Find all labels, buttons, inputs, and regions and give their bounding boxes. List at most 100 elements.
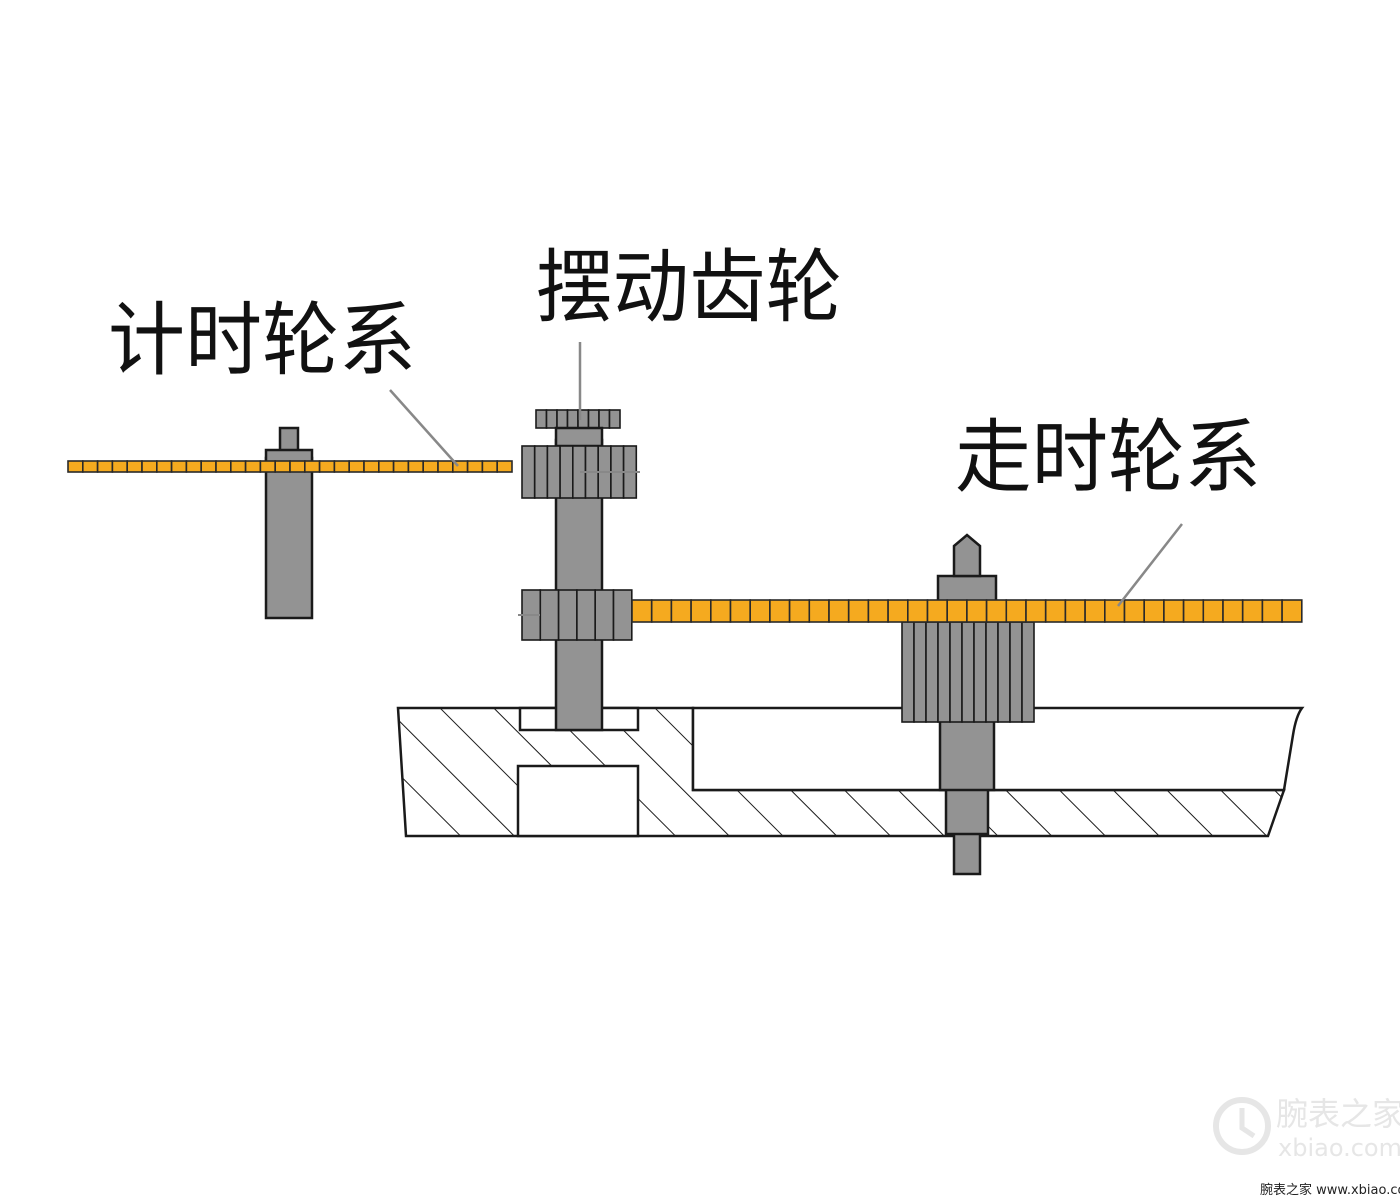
timing-gear-tooth (126, 460, 143, 473)
going-arbor-base (938, 718, 996, 792)
going-gear-tooth (1143, 599, 1165, 623)
pinion-lower-tooth (594, 589, 615, 641)
going-gear-tooth (926, 599, 949, 623)
going-gear-tooth (1123, 599, 1146, 623)
going-gear-tooth (1084, 599, 1106, 623)
going-gear-tooth (946, 599, 968, 623)
timing-gear (67, 460, 513, 473)
pinion-lower-tooth (576, 589, 597, 641)
going-pinion-tooth (973, 621, 987, 723)
timing-gear-tooth (141, 460, 158, 473)
pinion-crown-tooth (566, 409, 579, 429)
watermark-clock-hands (1239, 1108, 1256, 1139)
going-gear-tooth (1005, 599, 1027, 623)
going-pinion-tooth (925, 621, 939, 723)
timing-gear-tooth (170, 460, 188, 473)
going-pinion-tooth (937, 621, 951, 723)
going-pinion-tooth (985, 621, 999, 723)
going-gear-tooth (1222, 599, 1244, 623)
going-pinion-tooth (1021, 621, 1035, 723)
going-gear-tooth (887, 599, 909, 623)
pinion-upper-tooth (546, 445, 561, 499)
pinion-crown-tooth (598, 409, 611, 429)
going-pinion-tooth (997, 621, 1011, 723)
watermark-domain: xbiao.com (1278, 1134, 1400, 1162)
going-gear-tooth (749, 599, 771, 623)
plate-recess-frame (691, 706, 1305, 792)
going-gear-tooth (1182, 599, 1205, 623)
watermark: 腕表之家 xbiao.com (1213, 1095, 1400, 1162)
going-gear-tooth (1241, 599, 1264, 623)
pinion-upper-tooth (521, 445, 536, 499)
pinion-lower-teeth (521, 589, 633, 641)
footer-credit: 腕表之家 www.xbiao.com (1260, 1182, 1400, 1198)
timing-gear-tooth (377, 460, 395, 473)
timing-gear-tooth (422, 460, 439, 473)
pinion-crown-tooth (535, 409, 548, 429)
going-gear-tooth (1025, 599, 1047, 623)
timing-gear-tooth (200, 460, 217, 473)
going-gear-tooth (631, 599, 653, 623)
pinion-crown-tooth (556, 409, 569, 429)
going-gear-tooth (828, 599, 850, 623)
going-pinion-tooth (961, 621, 975, 723)
timing-gear-tooth (185, 460, 202, 473)
going-gear-tooth (670, 599, 692, 623)
going-arbor-tip (952, 533, 982, 578)
watermark-brand: 腕表之家 (1276, 1095, 1400, 1133)
going-arbor-lower (952, 828, 982, 876)
going-pinion (901, 621, 1035, 723)
timing-arbor-pivot (278, 426, 300, 454)
watermark-clock-icon (1213, 1097, 1271, 1155)
timing-gear-tooth (274, 460, 291, 473)
pinion-crown-tooth (608, 409, 621, 429)
going-gear-tooth (847, 599, 870, 623)
going-gear-tooth (906, 599, 929, 623)
label-oscillating-pinion: 摆动齿轮 (536, 241, 842, 334)
pinion-lower-tooth (539, 589, 560, 641)
going-gear-tooth (985, 599, 1008, 623)
timing-train-assembly (67, 426, 513, 620)
timing-gear-tooth (96, 460, 114, 473)
timing-gear-tooth (333, 460, 350, 473)
going-gear-tooth (769, 599, 791, 623)
label-going-train: 走时轮系 (955, 411, 1261, 504)
timing-gear-tooth (348, 460, 365, 473)
label-timing-train: 计时轮系 (108, 294, 416, 387)
pinion-lower-tooth (612, 589, 633, 641)
going-gear-tooth (650, 599, 673, 623)
pinion-lower-tooth (557, 589, 578, 641)
timing-gear-tooth (230, 460, 247, 473)
pinion-crown-tooth (545, 409, 558, 429)
going-gear (631, 599, 1303, 623)
timing-gear-tooth (111, 460, 129, 473)
timing-gear-tooth (392, 460, 410, 473)
timing-gear-tooth (259, 460, 276, 473)
pinion-neck (554, 426, 604, 448)
oscillating-pinion-assembly (518, 409, 640, 732)
timing-gear-tooth (466, 460, 484, 473)
timing-gear-tooth (318, 460, 336, 473)
main-plate (396, 706, 1305, 838)
timing-gear-tooth (82, 460, 99, 473)
leader-timing-train (389, 389, 459, 467)
pinion-upper-tooth (559, 445, 574, 499)
going-gear-tooth (808, 599, 830, 623)
going-gear-tooth (690, 599, 712, 623)
timing-arbor (264, 456, 314, 620)
going-gear-tooth (1163, 599, 1185, 623)
going-gear-tooth (1261, 599, 1283, 623)
going-gear-tooth (788, 599, 811, 623)
timing-gear-tooth (156, 460, 173, 473)
timing-gear-tooth (496, 460, 513, 473)
pinion-crown (535, 409, 621, 429)
going-gear-tooth (1064, 599, 1086, 623)
going-train-assembly (631, 533, 1303, 876)
timing-gear-tooth (215, 460, 232, 473)
timing-gear-tooth (67, 460, 84, 473)
going-pinion-tooth (901, 621, 915, 723)
going-pinion-tooth (1009, 621, 1023, 723)
going-gear-tooth (729, 599, 752, 623)
timing-gear-tooth (363, 460, 380, 473)
